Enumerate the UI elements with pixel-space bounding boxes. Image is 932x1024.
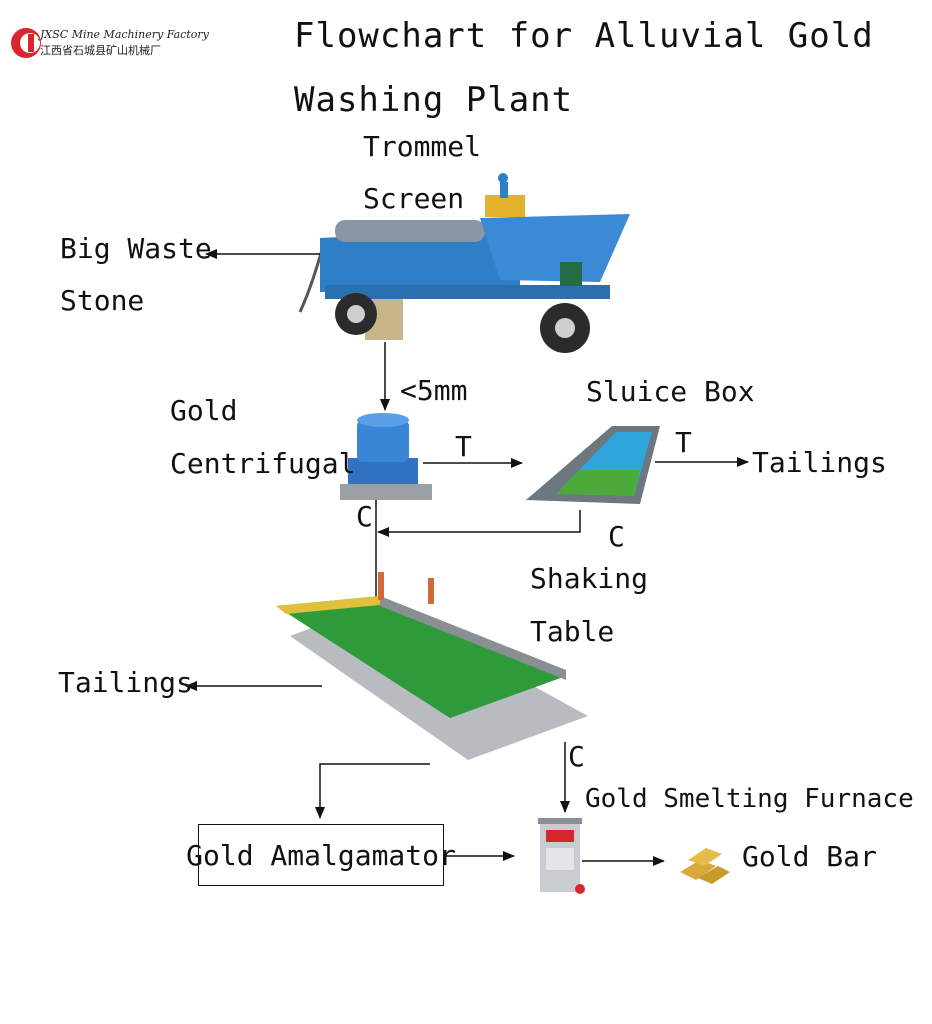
sluice-box-label: Sluice Box xyxy=(586,375,755,408)
shaking-table-illustration xyxy=(276,572,588,760)
sluice-box-illustration xyxy=(526,426,660,504)
big-waste-label-line1: Big Waste xyxy=(60,232,212,265)
size-label: <5mm xyxy=(400,374,468,407)
centrifugal-label-line2: Centrifugal xyxy=(170,447,356,480)
gold-amalgamator-box: Gold Amalgamator xyxy=(186,824,456,886)
trommel-label-line1: Trommel xyxy=(363,130,482,163)
centrifugal-label-line1: Gold xyxy=(170,394,238,427)
gold-bar-label: Gold Bar xyxy=(742,840,877,873)
big-waste-label-line2: Stone xyxy=(60,284,145,317)
jxsc-logo-icon xyxy=(11,28,41,58)
shaking-table-label-line1: Shaking xyxy=(530,562,649,595)
logo-company-name: JXSC Mine Machinery Factory xyxy=(40,28,209,41)
logo-company-name-cn: 江西省石城县矿山机械厂 xyxy=(40,44,161,57)
marker-t-centrifugal: T xyxy=(455,430,472,463)
marker-c-sluice: C xyxy=(608,520,625,553)
shaking-table-label-line2: Table xyxy=(530,615,615,648)
marker-c-table: C xyxy=(568,740,585,773)
title-line1: Flowchart for Alluvial Gold xyxy=(294,16,874,56)
gold-centrifugal-illustration xyxy=(340,413,432,500)
marker-c-centrifugal: C xyxy=(356,500,373,533)
gold-bar-icon xyxy=(680,848,730,884)
trommel-screen-illustration xyxy=(298,173,630,353)
trommel-label-line2: Screen xyxy=(363,182,465,215)
tailings-right-label: Tailings xyxy=(752,446,887,479)
tailings-left-label: Tailings xyxy=(58,666,193,699)
title-line2: Washing Plant xyxy=(294,80,574,120)
smelting-furnace-label: Gold Smelting Furnace xyxy=(585,784,914,814)
gold-smelting-furnace-illustration xyxy=(538,818,585,894)
marker-t-sluice: T xyxy=(675,426,692,459)
